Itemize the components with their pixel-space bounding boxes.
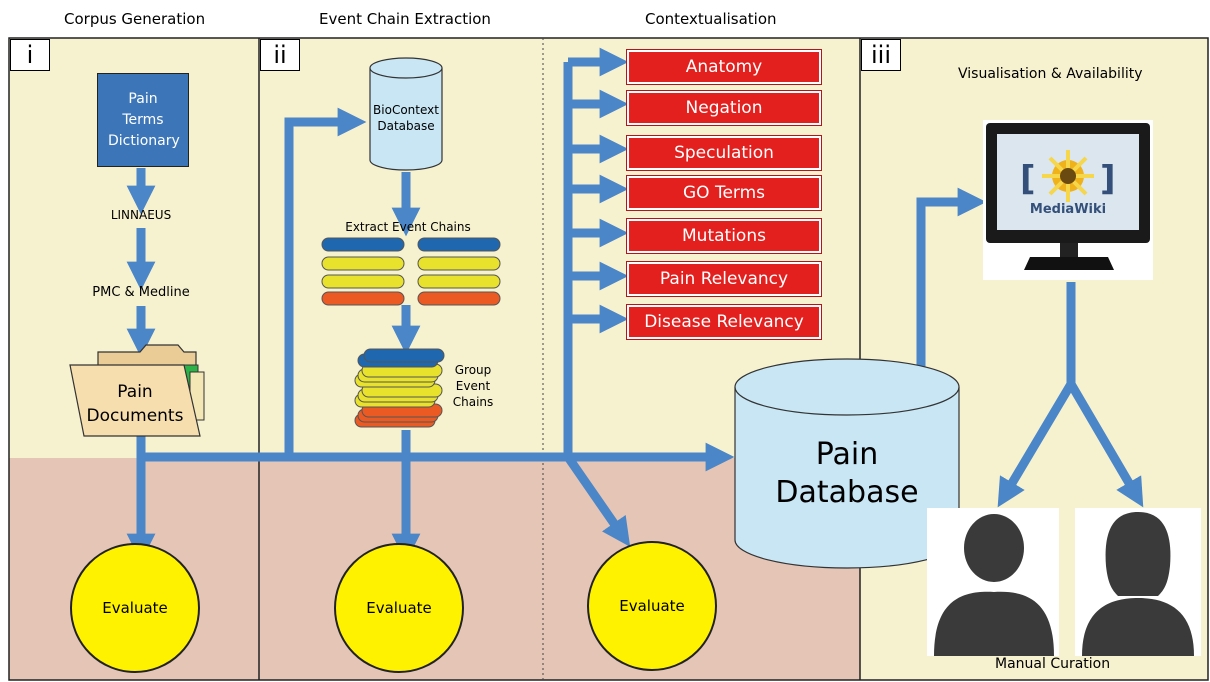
context-item-negation: Negation xyxy=(626,90,822,126)
panel-label-ii: ii xyxy=(260,39,300,71)
header-corpus-generation: Corpus Generation xyxy=(64,10,206,28)
mediawiki-label: MediaWiki xyxy=(1029,202,1107,217)
pain-terms-dictionary: Pain Terms Dictionary xyxy=(97,73,189,167)
folder-icon xyxy=(69,344,205,437)
event-chain-pills xyxy=(321,237,501,306)
monitor-icon: [ ] xyxy=(983,120,1153,280)
context-item-go-terms: GO Terms xyxy=(626,175,822,211)
header-contextualisation: Contextualisation xyxy=(645,10,777,28)
pain-terms-dictionary-label: Pain Terms Dictionary xyxy=(108,90,180,149)
svg-text:[: [ xyxy=(1020,159,1036,199)
panel-label-iii: iii xyxy=(861,39,901,71)
evaluate-event-chains: Evaluate xyxy=(334,543,464,673)
curator-silhouettes xyxy=(927,508,1201,656)
manual-curation-label: Manual Curation xyxy=(995,656,1111,672)
evaluate-context: Evaluate xyxy=(587,541,717,671)
context-item-anatomy: Anatomy xyxy=(626,49,822,85)
context-item-speculation: Speculation xyxy=(626,135,822,171)
panel-label-i: i xyxy=(10,39,50,71)
context-item-disease-relevancy: Disease Relevancy xyxy=(626,304,822,340)
pmc-medline-label: PMC & Medline xyxy=(92,285,190,300)
header-event-chain-extraction: Event Chain Extraction xyxy=(319,10,491,28)
svg-text:]: ] xyxy=(1100,159,1116,199)
grouped-chains-stack xyxy=(354,348,445,428)
context-item-pain-relevancy: Pain Relevancy xyxy=(626,261,822,297)
group-event-chains-label: Group Event Chains xyxy=(452,363,494,409)
pain-documents-label: Pain Documents xyxy=(86,382,184,426)
biocontext-db-label: BioContext Database xyxy=(373,103,439,133)
biocontext-db-shape xyxy=(369,57,443,171)
panel-border xyxy=(8,37,1209,681)
context-item-mutations: Mutations xyxy=(626,218,822,254)
pain-database-label: Pain Database xyxy=(775,437,919,510)
evaluate-corpus: Evaluate xyxy=(70,543,200,673)
linnaeus-label: LINNAEUS xyxy=(110,208,172,222)
pain-db-shape xyxy=(734,358,960,569)
header-visualisation: Visualisation & Availability xyxy=(958,66,1143,82)
extract-event-chains-label: Extract Event Chains xyxy=(345,220,471,234)
